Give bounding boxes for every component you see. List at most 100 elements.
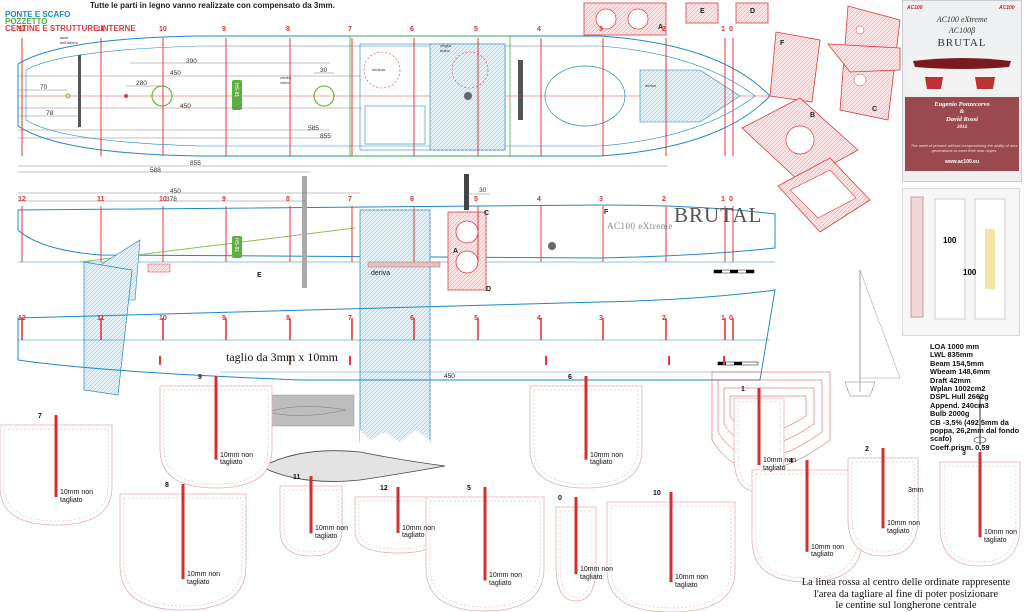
frame-3-note: 10mm non tagliato: [984, 529, 1018, 544]
cover-card: AC100 AC100 AC100 eXtreme AC100β BRUTAL …: [902, 0, 1022, 182]
pieces: [583, 2, 901, 233]
bottom-note-line1: La linea rossa al centro delle ordinate …: [801, 577, 1011, 588]
cover-url: www.ac100.eu: [945, 159, 979, 165]
stringer-length: 450: [444, 373, 455, 380]
plan-thumb-graphic: [910, 196, 1006, 320]
frame-7-center-cut: [54, 415, 58, 497]
piece-a-label: A: [658, 24, 664, 31]
frame-0-note: 10mm non tagliato: [580, 566, 614, 581]
spec-line: Coeff.prism. 0,59: [930, 442, 990, 452]
stringer-notch: [723, 356, 725, 365]
side-station-4: 4: [537, 196, 541, 203]
cover-author1: Eugenio Ponzecorvo: [934, 101, 990, 108]
stringer-station-3: 3: [599, 315, 603, 322]
frame-9-inner: [163, 389, 269, 485]
bottom-note: La linea rossa al centro delle ordinate …: [790, 577, 1022, 612]
spec-line: CB -3,5% (492,5mm da: [930, 417, 1009, 427]
stringer-notch: [545, 356, 547, 365]
frame-11-inner: [283, 489, 339, 553]
dim-855b: 855: [190, 160, 201, 167]
stringer-notch: [349, 356, 351, 365]
side-station-6: 6: [410, 196, 414, 203]
scale-bar: [713, 269, 755, 274]
dim-30: 30: [320, 67, 328, 74]
label-d: D: [486, 286, 492, 293]
stringer-station-6: 6: [410, 315, 414, 322]
top-station-6: 6: [410, 26, 414, 33]
side-station-8: 8: [286, 196, 290, 203]
frame-8-note: 10mm non tagliato: [187, 571, 221, 586]
dim-70: 70: [40, 84, 48, 91]
stringer-station-8: 8: [286, 315, 290, 322]
frame-6-center-cut: [584, 376, 588, 460]
frame-5-note: 10mm non tagliato: [489, 572, 523, 587]
cover-line1: AC100 eXtreme: [936, 15, 988, 24]
frame-6-number: 6: [568, 374, 572, 381]
top-station-5: 5: [474, 26, 478, 33]
stringer-notch: [159, 356, 161, 365]
frame-4-center-cut: [805, 460, 809, 552]
dim-390: 390: [186, 58, 197, 65]
frame-2-note: 10mm non tagliato: [887, 520, 921, 535]
dim-588: 588: [150, 167, 161, 174]
frame-2-number: 2: [865, 446, 869, 453]
spec-line: DSPL Hull 2662g: [930, 392, 989, 402]
top-station-9: 9: [222, 26, 226, 33]
plan-thumbnail: 100 100: [902, 188, 1020, 336]
note-fin: deriva: [645, 83, 656, 88]
cover-author2: David Rossi: [946, 116, 978, 123]
top-station-1: 1: [721, 26, 725, 33]
cover-boat-image: [907, 55, 1017, 93]
piece-b-label: B: [810, 112, 816, 119]
stringer: [17, 289, 776, 381]
keel-bulb: [261, 450, 446, 482]
stringer-station-2: 2: [662, 315, 666, 322]
frame-10-inner: [610, 505, 732, 609]
preview-panel: [259, 394, 355, 427]
stringer-station-5: 5: [474, 315, 478, 322]
frame-12-number: 12: [380, 485, 388, 492]
frame-2-center-cut: [881, 448, 885, 529]
cover-tagline: The need of present without compromising…: [910, 143, 1018, 153]
top-view: [17, 35, 771, 173]
spec-line: Beam 154,5mm: [930, 358, 984, 368]
piece-d-label: D: [750, 8, 756, 15]
side-station-11: 11: [97, 196, 105, 203]
frame-4-number: 4: [789, 458, 793, 465]
frame-8-inner: [123, 497, 243, 607]
frame-2-inner: [851, 461, 915, 553]
label-e: E: [257, 272, 262, 279]
spec-line: Wbeam 148,6mm: [930, 367, 990, 377]
frame-7-number: 7: [38, 413, 42, 420]
side-station-3: 3: [599, 196, 603, 203]
frame-4-inner: [755, 473, 859, 579]
cover-and: &: [959, 109, 965, 115]
cover-year: 2014: [957, 125, 967, 130]
frame-12-center-cut: [396, 487, 400, 533]
top-station-4: 4: [537, 26, 541, 33]
stringer-notch: [668, 356, 670, 365]
side-station-5: 5: [474, 196, 478, 203]
piece-c-label: C: [872, 106, 878, 113]
frame-1-inner: [737, 401, 781, 489]
frame-6-note: 10mm non tagliato: [590, 451, 624, 467]
side-dim-30: 30: [479, 187, 487, 194]
frame-9-center-cut: [214, 376, 218, 460]
frame-11-note: 10mm non tagliato: [315, 525, 349, 540]
frame-4-note: 10mm non tagliato: [811, 543, 845, 559]
side-dim-450: 450: [170, 188, 181, 195]
frame-1-number: 1: [741, 386, 745, 393]
dim-585: 585: [308, 125, 319, 132]
dim-78: 78: [46, 110, 54, 117]
note-keel: chiglia bulbo: [440, 43, 452, 53]
spec-line: Wplan 1002cm2: [930, 384, 986, 394]
header-note: Tutte le parti in legno vanno realizzate…: [90, 1, 335, 10]
bottom-note-line3: le centine sul longherone centrale: [835, 600, 977, 611]
side-station-9: 9: [222, 196, 226, 203]
frame-1-center-cut: [757, 388, 761, 466]
frame-11-center-cut: [309, 476, 313, 534]
plan-text-100a: 100: [943, 236, 957, 245]
frame-5-number: 5: [467, 485, 471, 492]
